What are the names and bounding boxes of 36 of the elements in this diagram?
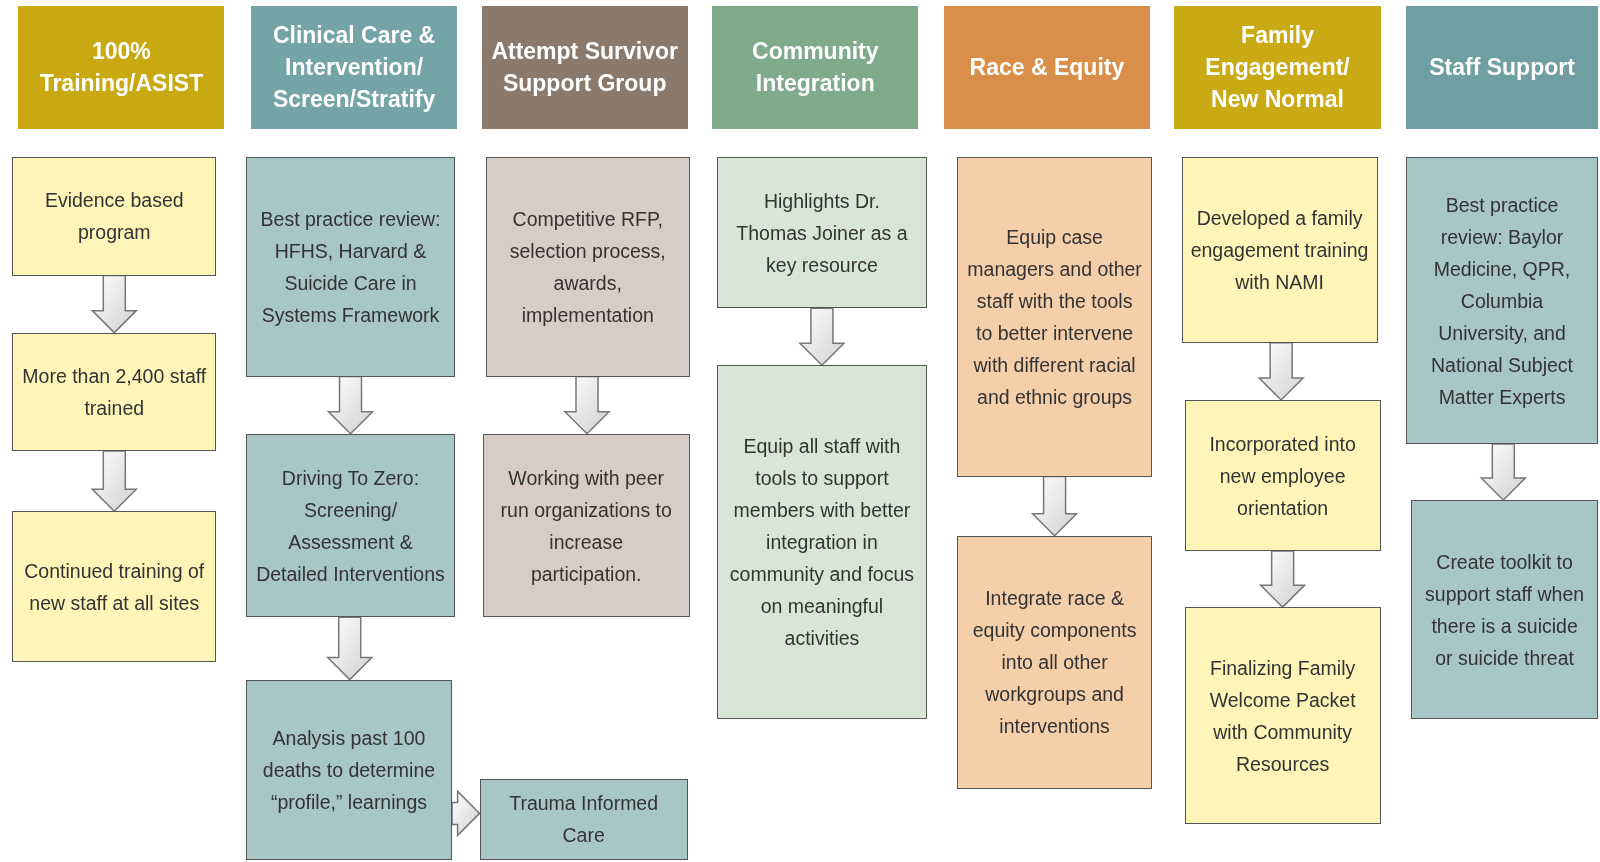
process-box: Create toolkit to support staff when there is a suicide or suicide threat: [1411, 500, 1598, 720]
process-box: Developed a family engagement training with NAMI: [1181, 157, 1378, 343]
process-box: Best practice review: Baylor Medicine, QPR, Columbia University, and National Subject Matter Experts: [1406, 157, 1598, 444]
column-header: 100% Training/ASIST: [18, 6, 225, 129]
process-box: Driving To Zero: Screening/ Assessment & Detailed Interventions: [245, 433, 456, 618]
block-arrow: [325, 616, 374, 681]
block-arrow: [1479, 443, 1528, 502]
process-box: Equip all staff with tools to support members with better integration in community and focus on meaningful activities: [717, 365, 927, 720]
process-box: Integrate race & equity components into all other workgroups and interventions: [957, 535, 1153, 789]
column-header: Community Integration: [712, 6, 919, 129]
process-box: Incorporated into new employee orientation: [1184, 400, 1381, 551]
column-header: Family Engagement/ New Normal: [1174, 6, 1381, 129]
process-box: Trauma Informed Care: [479, 778, 688, 861]
process-box: Continued training of new staff at all sites: [12, 511, 217, 663]
block-arrow: [798, 307, 846, 367]
process-box: Working with peer run organizations to increase participation.: [482, 433, 690, 618]
block-arrow: [1030, 475, 1079, 537]
block-arrow: [563, 375, 611, 435]
process-box: Competitive RFP, selection process, awards, implementation: [485, 157, 690, 377]
column-header: Staff Support: [1406, 6, 1598, 129]
block-arrow: [90, 274, 139, 334]
block-arrow: [326, 375, 375, 435]
block-arrow: [1258, 550, 1307, 609]
column-header: Race & Equity: [943, 6, 1150, 129]
process-box: Best practice review: HFHS, Harvard & Suicide Care in Systems Framework: [245, 157, 456, 377]
block-arrow: [90, 450, 139, 513]
block-arrow: [451, 789, 481, 838]
process-box: Finalizing Family Welcome Packet with Community Resources: [1184, 607, 1381, 825]
column-header: Attempt Survivor Support Group: [481, 6, 688, 129]
process-box: More than 2,400 staff trained: [12, 332, 217, 451]
process-box: Evidence based program: [12, 157, 217, 276]
process-box: Equip case managers and other staff with the tools to better intervene with different racial and ethnic groups: [957, 157, 1153, 477]
process-box: Analysis past 100 deaths to determine “profile,” learnings: [245, 679, 452, 861]
column-header: Clinical Care & Intervention/ Screen/Stratify: [251, 6, 458, 129]
block-arrow: [1257, 342, 1305, 402]
process-box: Highlights Dr. Thomas Joiner as a key resource: [717, 157, 927, 309]
